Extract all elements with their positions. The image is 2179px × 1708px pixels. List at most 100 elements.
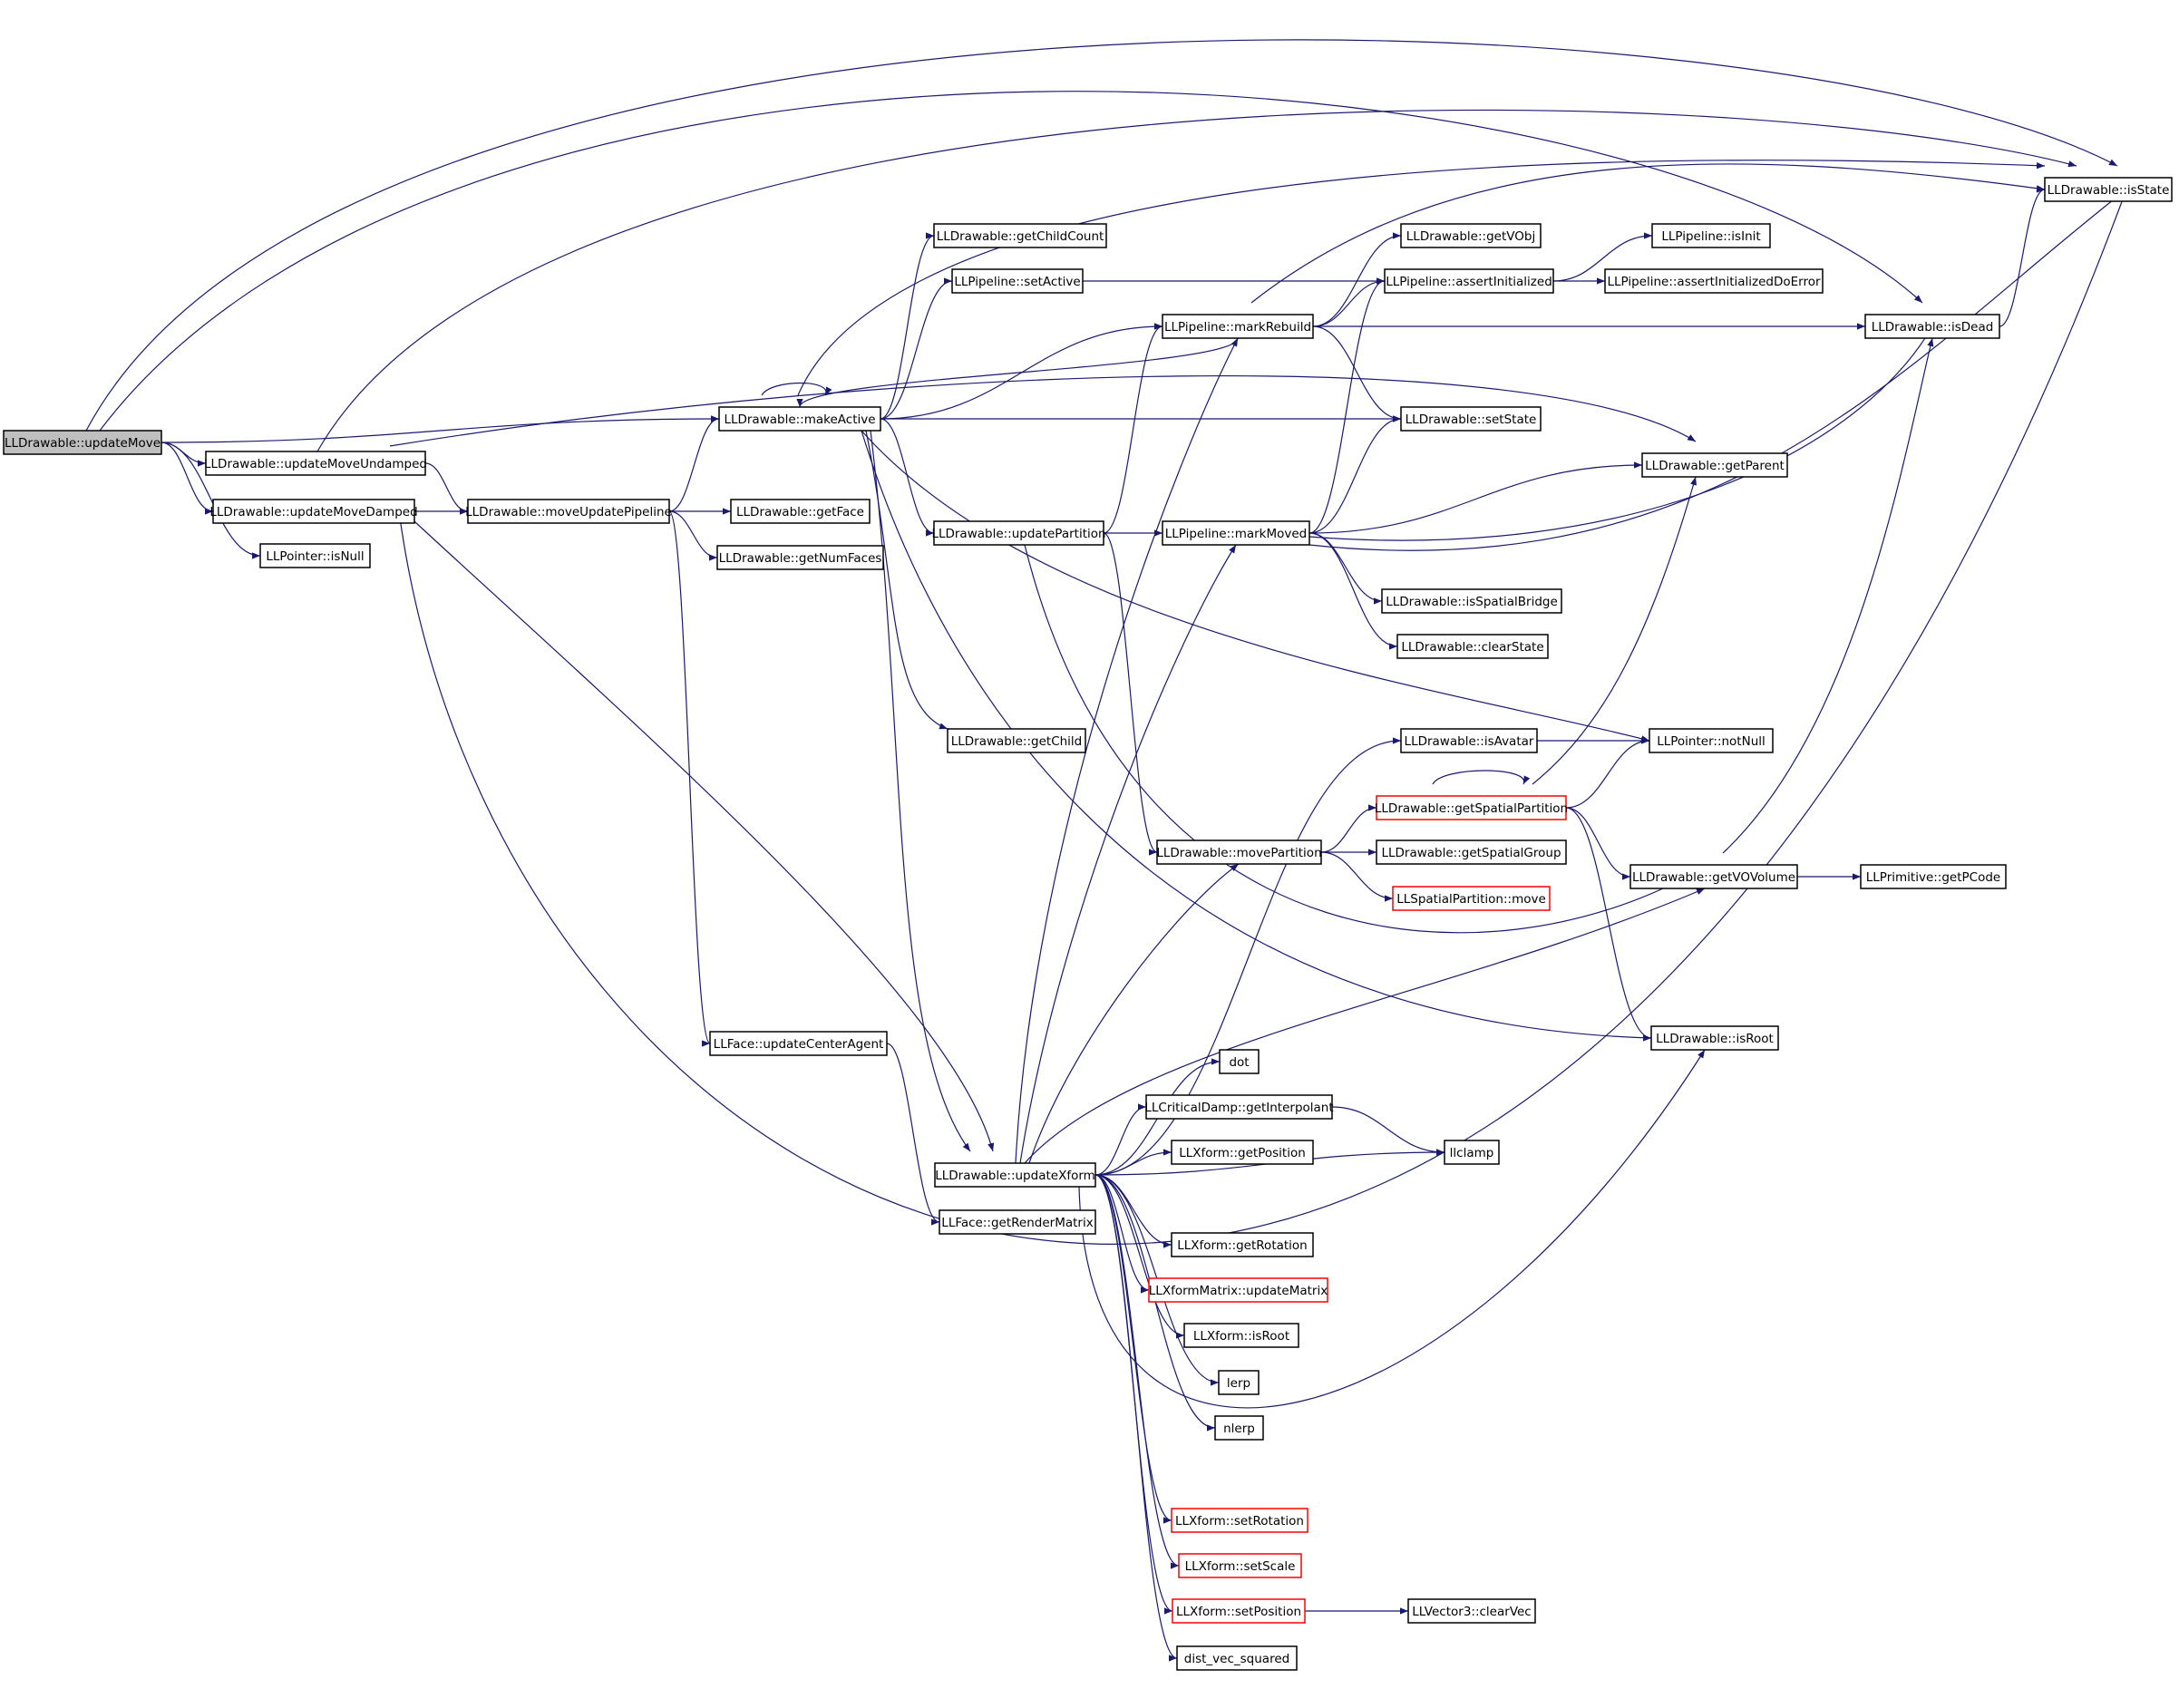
node-getParent[interactable]: LLDrawable::getParent: [1641, 452, 1788, 478]
node-updateMoveDamped[interactable]: LLDrawable::updateMoveDamped: [209, 499, 418, 524]
node-distVecSquared[interactable]: dist_vec_squared: [1176, 1645, 1298, 1671]
node-box: [1376, 839, 1567, 865]
node-getVOVolume[interactable]: LLDrawable::getVOVolume: [1629, 864, 1798, 889]
node-getRotation[interactable]: LLXform::getRotation: [1171, 1232, 1314, 1257]
node-updateMatrix[interactable]: LLXformMatrix::updateMatrix: [1148, 1277, 1328, 1303]
edge-line: [1308, 415, 1402, 534]
edge-markRebuild-to-assertInitialized: [1312, 277, 1386, 327]
node-markMoved[interactable]: LLPipeline::markMoved: [1162, 520, 1310, 546]
node-label: LLXform::isRoot: [1193, 1329, 1289, 1344]
edge-line: [1250, 163, 2046, 304]
edge-updateMoveUndamped-to-isState: [316, 109, 2077, 452]
edge-updateCenterAgent-to-getRenderMatrix: [886, 1043, 940, 1226]
node-updatePartition[interactable]: LLDrawable::updatePartition: [931, 520, 1106, 546]
edge-line: [1094, 1174, 1185, 1339]
node-assertInitialized[interactable]: LLPipeline::assertInitialized: [1384, 268, 1554, 294]
node-isInit[interactable]: LLPipeline::isInit: [1651, 223, 1771, 248]
node-lerp[interactable]: lerp: [1218, 1370, 1260, 1395]
edge-line: [1308, 325, 1933, 541]
edge-moveUpdatePipeline-to-getNumFaces: [668, 510, 718, 561]
node-label: LLDrawable::getChild: [951, 734, 1083, 749]
edge-updateXform-to-setScale: [1094, 1174, 1180, 1569]
node-updateMoveUndamped[interactable]: LLDrawable::updateMoveUndamped: [204, 451, 427, 476]
edge-line: [1308, 532, 1398, 650]
node-isDead[interactable]: LLDrawable::isDead: [1864, 314, 2000, 339]
node-markRebuild[interactable]: LLPipeline::markRebuild: [1162, 314, 1314, 339]
node-label: LLDrawable::isRoot: [1656, 1032, 1774, 1046]
node-isNull[interactable]: LLPointer::isNull: [259, 543, 371, 568]
node-llclamp[interactable]: llclamp: [1444, 1140, 1500, 1165]
node-getPCode[interactable]: LLPrimitive::getPCode: [1860, 864, 2007, 889]
node-isState[interactable]: LLDrawable::isState: [2044, 177, 2173, 202]
edge-getSpatialPartition-to-notNull: [1565, 737, 1650, 809]
node-box: [1392, 886, 1551, 911]
node-movePartition[interactable]: LLDrawable::movePartition: [1156, 839, 1322, 865]
node-box: [1171, 1140, 1314, 1165]
edge-line: [85, 39, 2118, 432]
edge-line: [1024, 544, 1688, 934]
node-setPosition[interactable]: LLXform::setPosition: [1172, 1598, 1306, 1624]
node-updateMove[interactable]: LLDrawable::updateMove: [3, 430, 162, 455]
node-setScale[interactable]: LLXform::setScale: [1178, 1553, 1302, 1578]
edge-makeActive-to-isRoot: [861, 430, 1652, 1042]
node-getFace[interactable]: LLDrawable::getFace: [730, 499, 871, 524]
node-getRenderMatrix[interactable]: LLFace::getRenderMatrix: [939, 1209, 1096, 1235]
edge-line: [861, 430, 1650, 742]
edge-updateXform-to-markMoved: [1019, 544, 1237, 1164]
node-getInterpolant[interactable]: LLCriticalDamp::getInterpolant: [1144, 1094, 1334, 1120]
edge-line: [1078, 1049, 1706, 1409]
node-label: LLPipeline::markMoved: [1165, 527, 1308, 541]
edge-line: [1094, 1149, 1172, 1176]
edge-line: [1028, 863, 1240, 1164]
edge-line: [1565, 807, 1652, 1042]
edge-getSpatialPartition-to-getVOVolume: [1565, 807, 1631, 880]
node-box: [467, 499, 670, 524]
node-getNumFaces[interactable]: LLDrawable::getNumFaces: [716, 545, 884, 570]
node-getChild[interactable]: LLDrawable::getChild: [947, 728, 1086, 753]
node-box: [934, 1162, 1096, 1188]
node-box: [1407, 1598, 1536, 1624]
node-updateCenterAgent[interactable]: LLFace::updateCenterAgent: [709, 1031, 888, 1056]
node-label: LLXform::setScale: [1185, 1559, 1296, 1574]
node-getVObj[interactable]: LLDrawable::getVObj: [1400, 223, 1542, 248]
edge-line: [1308, 277, 1386, 534]
node-dot[interactable]: dot: [1219, 1049, 1260, 1074]
node-isRoot[interactable]: LLDrawable::isRoot: [1650, 1025, 1779, 1051]
node-label: LLDrawable::clearState: [1401, 640, 1543, 655]
edge-line: [796, 337, 1239, 408]
edge-updateMove-to-isDead: [99, 91, 1923, 432]
node-clearVec[interactable]: LLVector3::clearVec: [1407, 1598, 1536, 1624]
node-box: [1183, 1323, 1299, 1348]
edge-line: [668, 510, 718, 561]
node-isSpatialBridge[interactable]: LLDrawable::isSpatialBridge: [1381, 588, 1562, 614]
node-label: LLXform::setPosition: [1176, 1605, 1301, 1619]
node-setActive[interactable]: LLPipeline::setActive: [951, 268, 1084, 294]
node-setState[interactable]: LLDrawable::setState: [1400, 406, 1542, 432]
edge-updateXform-to-getInterpolant: [1094, 1103, 1147, 1176]
node-setRotation[interactable]: LLXform::setRotation: [1171, 1508, 1308, 1533]
node-label: LLDrawable::getVOVolume: [1632, 870, 1795, 885]
node-moveUpdatePipeline[interactable]: LLDrawable::moveUpdatePipeline: [465, 499, 672, 524]
node-assertInitializedDoError[interactable]: LLPipeline::assertInitializedDoError: [1604, 268, 1824, 294]
node-box: [1171, 1508, 1308, 1533]
node-clearState[interactable]: LLDrawable::clearState: [1396, 634, 1549, 659]
node-updateXform[interactable]: LLDrawable::updateXform: [934, 1162, 1096, 1188]
node-getPosition[interactable]: LLXform::getPosition: [1171, 1140, 1314, 1165]
node-nlerp[interactable]: nlerp: [1214, 1415, 1264, 1441]
node-getSpatialGroup[interactable]: LLDrawable::getSpatialGroup: [1376, 839, 1567, 865]
node-makeActive[interactable]: LLDrawable::makeActive: [718, 406, 881, 432]
node-xformIsRoot[interactable]: LLXform::isRoot: [1183, 1323, 1299, 1348]
node-label: LLDrawable::getSpatialPartition: [1375, 801, 1568, 816]
edge-updateXform-to-xformIsRoot: [1094, 1174, 1185, 1339]
node-spatialMove[interactable]: LLSpatialPartition::move: [1392, 886, 1551, 911]
node-label: LLXform::getRotation: [1177, 1238, 1308, 1253]
node-getSpatialPartition[interactable]: LLDrawable::getSpatialPartition: [1375, 795, 1568, 820]
node-notNull[interactable]: LLPointer::notNull: [1649, 728, 1774, 753]
edge-line: [1094, 1174, 1150, 1294]
edge-line: [880, 232, 935, 420]
node-getChildCount[interactable]: LLDrawable::getChildCount: [933, 223, 1107, 248]
node-isAvatar[interactable]: LLDrawable::isAvatar: [1400, 728, 1538, 753]
edge-updateXform-to-isRoot: [1078, 1049, 1706, 1409]
node-box: [947, 728, 1086, 753]
node-box: [1176, 1645, 1298, 1671]
